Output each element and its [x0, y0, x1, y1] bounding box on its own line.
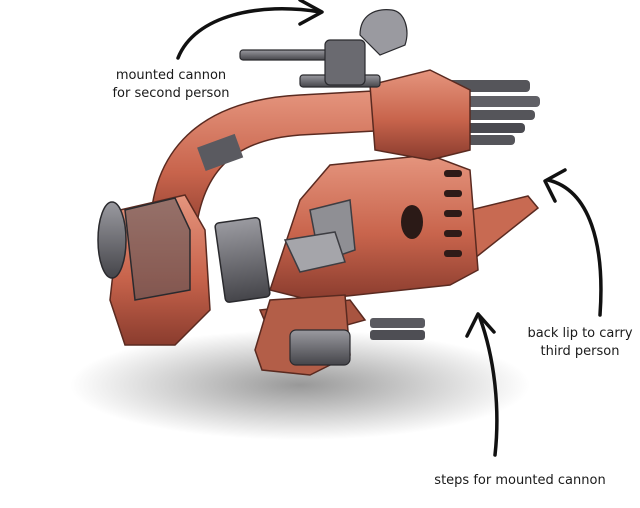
label-back-lip-line1: back lip to carry: [527, 326, 633, 341]
arrowhead-back-lip: [543, 168, 567, 203]
arrowhead-mounted-cannon: [298, 0, 324, 26]
label-steps: steps for mounted cannon: [420, 472, 620, 490]
headlight: [97, 201, 127, 279]
label-mounted-cannon: mounted cannon for second person: [96, 67, 246, 103]
pilot-seat: [283, 199, 356, 273]
intake-hole: [401, 205, 423, 239]
label-steps-text: steps for mounted cannon: [434, 473, 606, 488]
label-mounted-cannon-line2: for second person: [112, 86, 230, 101]
label-back-lip: back lip to carry third person: [520, 325, 640, 361]
arrow-mounted-cannon: [176, 7, 322, 60]
label-back-lip-line2: third person: [540, 344, 620, 359]
label-mounted-cannon-line1: mounted cannon: [115, 68, 227, 83]
arrowhead-steps: [465, 312, 496, 338]
side-vents: [444, 170, 462, 257]
windscreen: [124, 197, 191, 301]
control-panel: [214, 216, 271, 303]
engine-pod: [369, 69, 471, 161]
arrow-steps: [478, 316, 499, 457]
arrow-back-lip: [546, 178, 603, 317]
mounted-cannon: [239, 9, 408, 88]
annotation-arrows: [176, 0, 603, 457]
ground-shadow: [70, 330, 530, 440]
hover-vehicle-illustration: [97, 9, 540, 376]
